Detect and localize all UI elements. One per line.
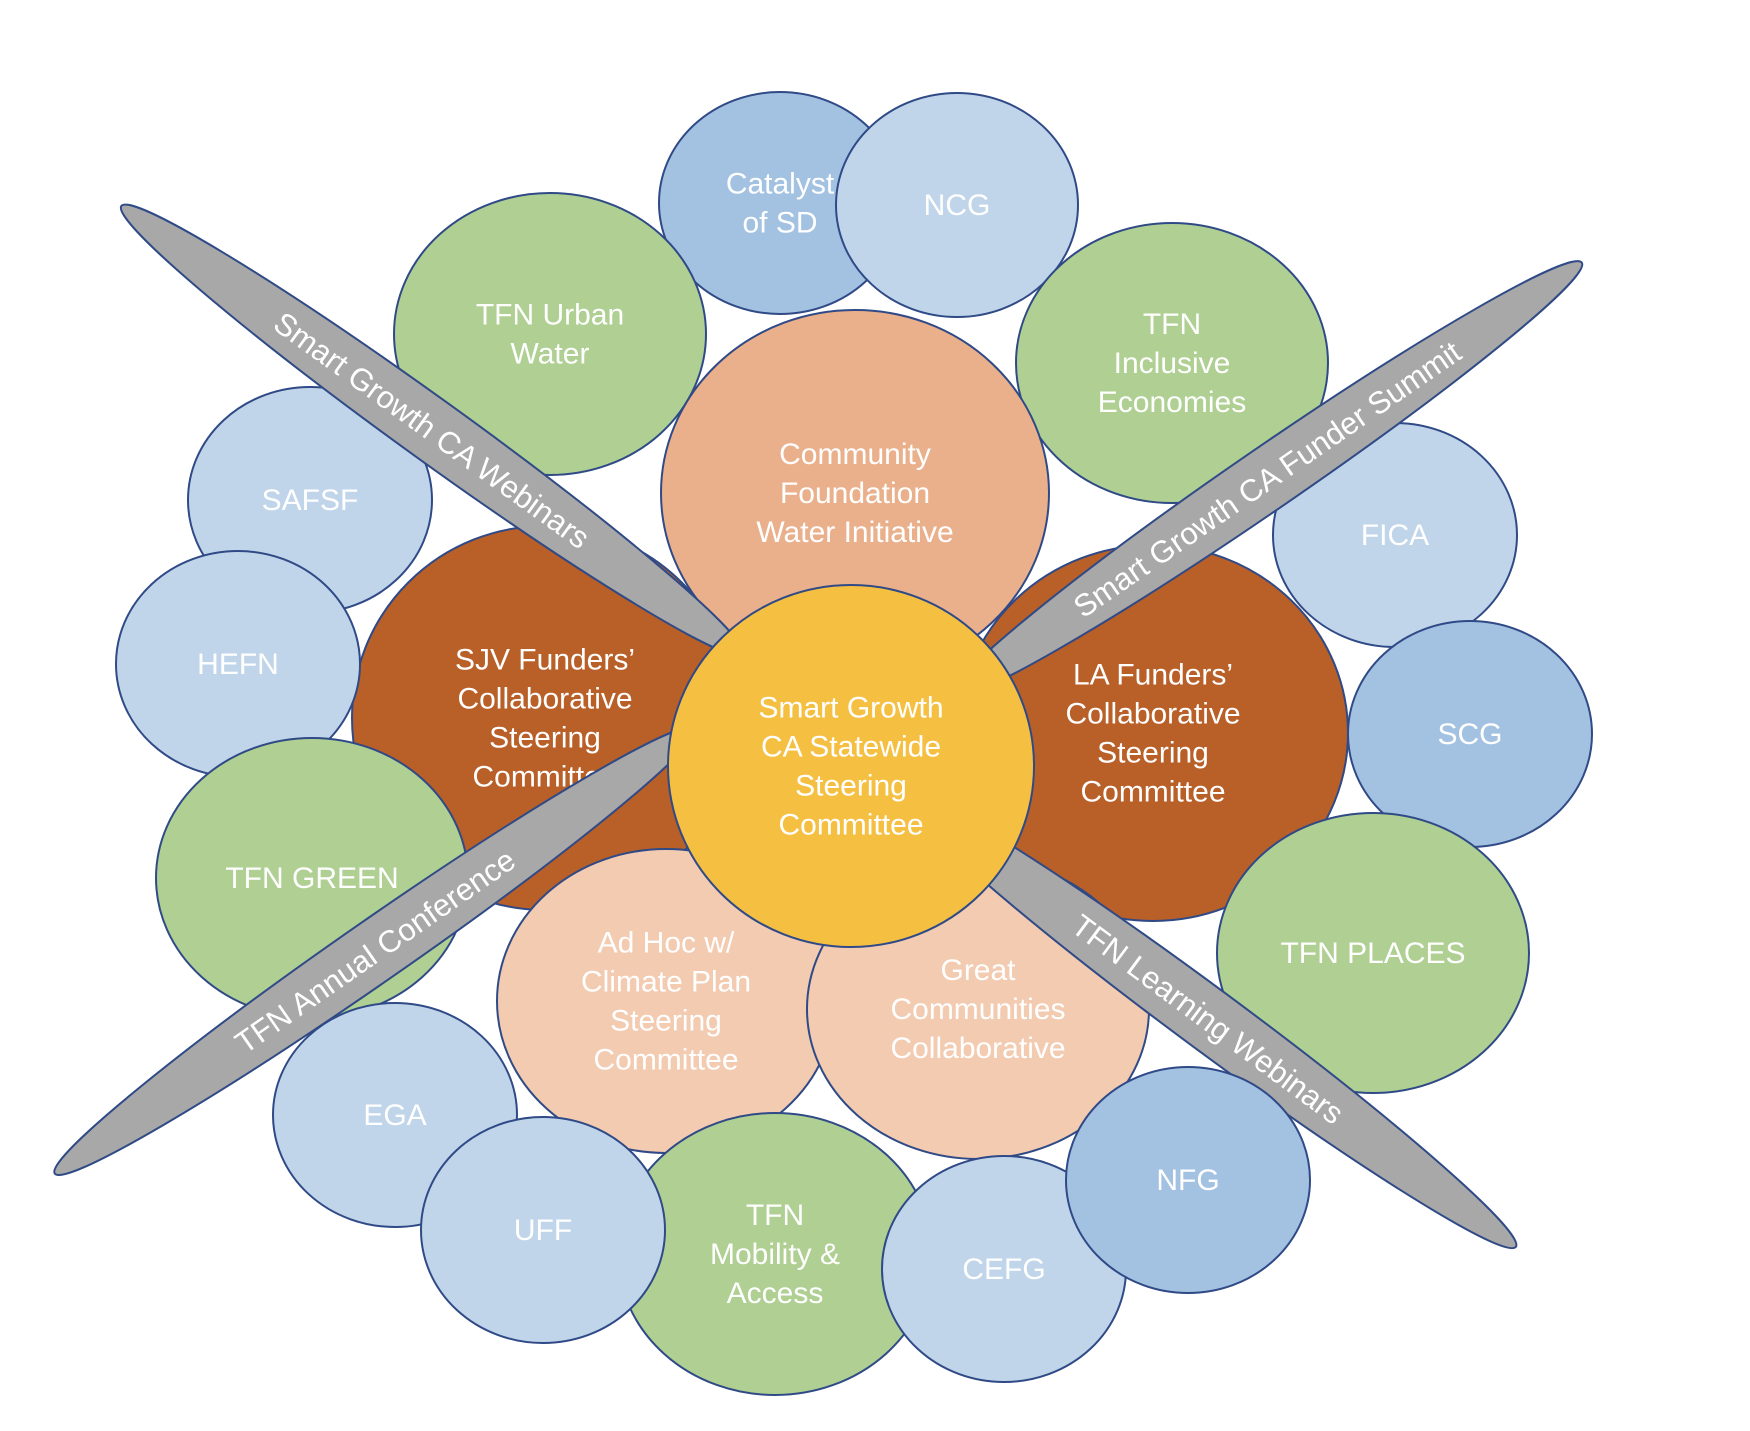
scg-label: SCG — [1437, 718, 1502, 751]
label-line: Collaborative — [1065, 698, 1240, 731]
tfn-places-label: TFN PLACES — [1280, 937, 1465, 970]
outer-circle-cefg: CEFG — [881, 1155, 1127, 1383]
label-line: of SD — [742, 207, 817, 240]
label-line: SCG — [1437, 718, 1502, 751]
label-line: Communities — [890, 993, 1065, 1026]
fica-label: FICA — [1361, 519, 1429, 552]
outer-circle-ncg: NCG — [835, 92, 1079, 318]
label-line: Steering — [795, 770, 907, 803]
label-line: Climate Plan — [581, 966, 751, 999]
safsf-label: SAFSF — [262, 484, 359, 517]
label-line: SAFSF — [262, 484, 359, 517]
label-line: Committee — [778, 809, 923, 842]
label-line: Ad Hoc w/ — [598, 927, 735, 960]
label-line: CA Statewide — [761, 731, 941, 764]
label-line: Economies — [1098, 386, 1246, 419]
catalyst-label: Catalyst of SD — [726, 168, 835, 240]
label-line: NCG — [924, 189, 991, 222]
label-line: UFF — [514, 1214, 572, 1247]
label-line: Foundation — [780, 477, 930, 510]
label-line: Inclusive — [1114, 347, 1231, 380]
label-line: Committee — [593, 1044, 738, 1077]
hefn-label: HEFN — [197, 648, 279, 681]
label-line: LA Funders’ — [1073, 659, 1233, 692]
label-line: EGA — [363, 1099, 426, 1132]
label-line: Great — [940, 954, 1016, 987]
label-line: TFN — [1143, 308, 1201, 341]
label-line: FICA — [1361, 519, 1429, 552]
ncg-label: NCG — [924, 189, 991, 222]
label-line: Catalyst — [726, 168, 835, 201]
outer-circle-fica: FICA — [1272, 422, 1518, 648]
label-line: Smart Growth — [758, 692, 943, 725]
label-line: TFN PLACES — [1280, 937, 1465, 970]
outer-circle-tfn-mobility: TFN Mobility & Access — [617, 1112, 933, 1396]
cefg-label: CEFG — [962, 1253, 1045, 1286]
label-line: Water Initiative — [756, 516, 953, 549]
outer-circle-nfg: NFG — [1065, 1066, 1311, 1294]
ega-label: EGA — [363, 1099, 426, 1132]
label-line: SJV Funders’ — [455, 644, 635, 677]
label-line: Community — [779, 438, 931, 471]
label-line: Access — [727, 1277, 824, 1310]
label-line: CEFG — [962, 1253, 1045, 1286]
label-line: Committee — [1080, 776, 1225, 809]
label-line: TFN — [746, 1199, 804, 1232]
uff-label: UFF — [514, 1214, 572, 1247]
label-line: Mobility & — [710, 1238, 840, 1271]
outer-circle-uff: UFF — [420, 1116, 666, 1344]
label-line: Steering — [1097, 737, 1209, 770]
label-line: Collaborative — [457, 683, 632, 716]
outer-circle-tfn-places: TFN PLACES — [1216, 812, 1530, 1094]
label-line: Water — [511, 338, 590, 371]
label-line: HEFN — [197, 648, 279, 681]
nfg-label: NFG — [1156, 1164, 1219, 1197]
label-line: TFN Urban — [476, 299, 624, 332]
label-line: Collaborative — [890, 1032, 1065, 1065]
tfn-mobility-label: TFN Mobility & Access — [710, 1199, 840, 1310]
label-line: NFG — [1156, 1164, 1219, 1197]
tfn-green-label: TFN GREEN — [225, 862, 398, 895]
label-line: TFN GREEN — [225, 862, 398, 895]
label-line: Steering — [489, 722, 601, 755]
outer-circle-hefn: HEFN — [115, 550, 361, 778]
label-line: Steering — [610, 1005, 722, 1038]
outer-circle-scg: SCG — [1347, 620, 1593, 848]
